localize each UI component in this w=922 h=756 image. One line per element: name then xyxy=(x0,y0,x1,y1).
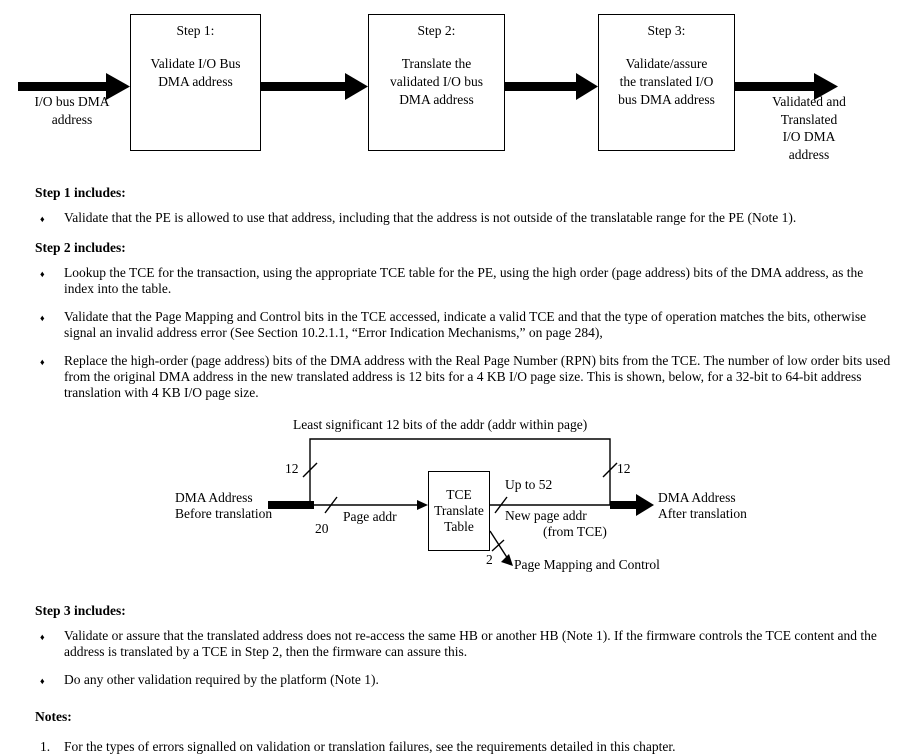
bullet-text: Lookup the TCE for the transaction, usin… xyxy=(64,265,864,296)
flow-arrows-graphic xyxy=(18,73,838,100)
step1-heading: Step 1 includes: xyxy=(35,185,126,200)
tce-diagram-lines xyxy=(268,438,654,566)
bullet-text: Validate that the PE is allowed to use t… xyxy=(64,210,797,225)
list-item: ♦ Replace the high-order (page address) … xyxy=(35,353,894,401)
output-bus-bar xyxy=(610,501,638,509)
tce-translate-table-box: TCE Translate Table xyxy=(428,471,490,551)
bus-width-slash xyxy=(302,462,318,478)
bullet-text: Validate or assure that the translated a… xyxy=(64,628,877,659)
bus-width-slash xyxy=(494,496,508,514)
input-bus-bar xyxy=(268,501,314,509)
bus-width-slash xyxy=(491,539,505,552)
list-item: ♦ Validate that the Page Mapping and Con… xyxy=(35,309,894,341)
tce-translation-diagram: Least significant 12 bits of the addr (a… xyxy=(0,413,922,590)
flow-box-title: Step 2: xyxy=(417,23,456,38)
up-to-52-label: Up to 52 xyxy=(505,477,553,492)
bits-12-right-label: 12 xyxy=(617,461,631,476)
flow-box-title: Step 3: xyxy=(647,23,686,38)
arrow-shaft xyxy=(261,82,347,91)
arrow-head-icon xyxy=(576,73,598,100)
arrow-shaft xyxy=(18,82,108,91)
arrow-head-icon xyxy=(501,554,513,566)
arrow-head-icon xyxy=(814,73,838,100)
flow-box-step2: Step 2: Translate the validated I/O bus … xyxy=(368,14,505,151)
body-content-top: Step 1 includes: ♦ Validate that the PE … xyxy=(0,185,922,401)
bus-width-slash xyxy=(602,462,618,478)
flow-box-body: Validate/assure the translated I/O bus D… xyxy=(618,56,715,107)
flow-box-title: Step 1: xyxy=(176,23,215,38)
arrow-shaft xyxy=(505,82,578,91)
flow-input-label: I/O bus DMA address xyxy=(34,94,110,127)
bits-20-label: 20 xyxy=(315,521,329,536)
flow-output-label: Validated and Translated I/O DMA address xyxy=(772,94,846,162)
list-item: ♦ Validate that the PE is allowed to use… xyxy=(35,210,894,227)
arrow-head-icon xyxy=(106,73,130,100)
arrow-head-icon xyxy=(345,73,368,100)
flow-box-step1: Step 1: Validate I/O Bus DMA address xyxy=(130,14,261,151)
bullet-text: Replace the high-order (page address) bi… xyxy=(64,353,891,400)
note-text: For the types of errors signalled on val… xyxy=(64,739,676,754)
from-tce-label: (from TCE) xyxy=(543,524,607,539)
diamond-bullet-icon: ♦ xyxy=(40,313,45,323)
bypass-label: Least significant 12 bits of the addr (a… xyxy=(293,417,588,432)
page-addr-label: Page addr xyxy=(343,509,397,524)
diamond-bullet-icon: ♦ xyxy=(40,214,45,224)
bits-2-label: 2 xyxy=(486,552,493,567)
note-item: 1. For the types of errors signalled on … xyxy=(35,739,894,755)
step2-heading: Step 2 includes: xyxy=(35,240,126,255)
bullet-text: Do any other validation required by the … xyxy=(64,672,379,687)
flow-box-step3: Step 3: Validate/assure the translated I… xyxy=(598,14,735,151)
bits-12-left-label: 12 xyxy=(285,461,299,476)
list-item: ♦ Do any other validation required by th… xyxy=(35,672,894,689)
step3-heading: Step 3 includes: xyxy=(35,603,126,618)
dma-before-label: DMA Address Before translation xyxy=(175,490,273,521)
page-mapping-control-label: Page Mapping and Control xyxy=(514,557,660,572)
notes-heading: Notes: xyxy=(35,709,72,724)
list-item: ♦ Validate or assure that the translated… xyxy=(35,628,894,660)
diamond-bullet-icon: ♦ xyxy=(40,357,45,367)
body-content-bottom: Step 3 includes: ♦ Validate or assure th… xyxy=(0,603,922,755)
dma-after-label: DMA Address After translation xyxy=(658,490,747,521)
flow-box-body: Validate I/O Bus DMA address xyxy=(150,56,241,89)
diamond-bullet-icon: ♦ xyxy=(40,676,45,686)
arrow-head-icon xyxy=(417,500,428,510)
bus-width-slash xyxy=(324,496,338,514)
diamond-bullet-icon: ♦ xyxy=(40,269,45,279)
note-number: 1. xyxy=(40,739,51,754)
arrow-head-icon xyxy=(636,494,654,516)
bullet-text: Validate that the Page Mapping and Contr… xyxy=(64,309,867,340)
arrow-shaft xyxy=(734,82,816,91)
flow-box-body: Translate the validated I/O bus DMA addr… xyxy=(390,56,483,107)
bypass-path xyxy=(309,438,611,505)
process-flow-diagram: I/O bus DMA address Step 1: Validate I/O… xyxy=(0,0,922,172)
new-page-addr-label: New page addr xyxy=(505,508,587,523)
list-item: ♦ Lookup the TCE for the transaction, us… xyxy=(35,265,894,297)
diamond-bullet-icon: ♦ xyxy=(40,632,45,642)
